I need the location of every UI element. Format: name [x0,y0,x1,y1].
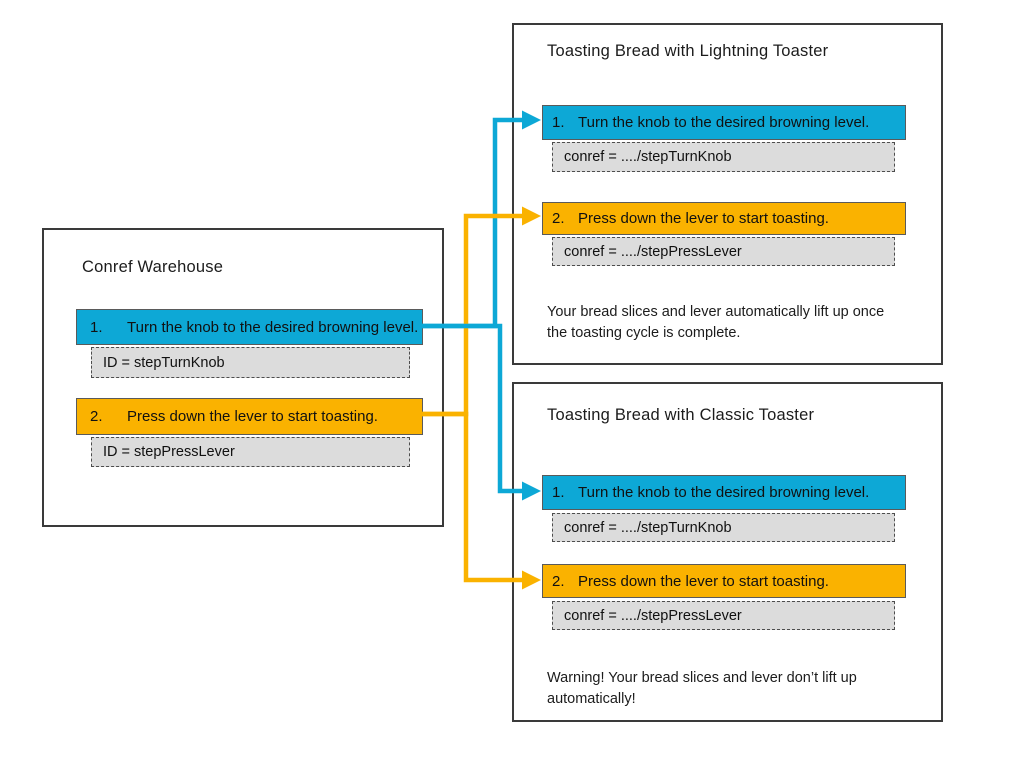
classic-step-2-text: Press down the lever to start toasting. [578,572,829,590]
classic-toaster-title: Toasting Bread with Classic Toaster [547,406,815,424]
warehouse-step-1-text: Turn the knob to the desired browning le… [127,318,419,336]
lightning-step-1-bar: 1. Turn the knob to the desired browning… [542,105,906,140]
lightning-step-1-number: 1. [552,114,565,131]
classic-step-2-conref-label: conref = ..../stepPressLever [564,607,742,624]
lightning-step-2-text: Press down the lever to start toasting. [578,210,829,227]
lightning-step-1-conref-box: conref = ..../stepTurnKnob [552,142,895,172]
lightning-step-2-bar: 2. Press down the lever to start toastin… [542,202,906,235]
lightning-toaster-note: Your bread slices and lever automaticall… [547,304,885,342]
classic-step-2-conref-box: conref = ..../stepPressLever [552,601,895,630]
classic-step-2-bar: 2. Press down the lever to start toastin… [542,564,906,598]
classic-step-1-bar: 1. Turn the knob to the desired browning… [542,475,906,510]
conref-warehouse-box: Conref Warehouse 1. Turn the knob to the… [42,228,444,527]
warehouse-step-1-id-label: ID = stepTurnKnob [103,354,225,371]
classic-step-1-conref-box: conref = ..../stepTurnKnob [552,513,895,542]
warehouse-step-1-number: 1. [90,318,103,336]
lightning-step-1-text: Turn the knob to the desired browning le… [578,114,870,131]
lightning-toaster-box: Toasting Bread with Lightning Toaster 1.… [512,23,943,365]
warehouse-step-1-bar: 1. Turn the knob to the desired browning… [76,309,423,345]
warehouse-step-2-number: 2. [90,408,103,425]
lightning-step-2-number: 2. [552,210,565,227]
lightning-toaster-title: Toasting Bread with Lightning Toaster [547,42,829,60]
warehouse-step-2-bar: 2. Press down the lever to start toastin… [76,398,423,435]
warehouse-step-2-id-label: ID = stepPressLever [103,444,235,460]
classic-step-1-conref-label: conref = ..../stepTurnKnob [564,519,732,536]
warehouse-step-1-id-box: ID = stepTurnKnob [91,347,410,378]
classic-toaster-note: Warning! Your bread slices and lever don… [547,670,857,708]
classic-step-1-number: 1. [552,484,565,501]
lightning-step-1-conref-label: conref = ..../stepTurnKnob [564,149,732,165]
lightning-step-2-conref-box: conref = ..../stepPressLever [552,237,895,266]
classic-toaster-box: Toasting Bread with Classic Toaster 1. T… [512,382,943,722]
warehouse-title: Conref Warehouse [82,258,224,276]
warehouse-step-2-id-box: ID = stepPressLever [91,437,410,467]
lightning-step-2-conref-label: conref = ..../stepPressLever [564,243,742,260]
classic-step-1-text: Turn the knob to the desired browning le… [578,484,870,501]
warehouse-step-2-text: Press down the lever to start toasting. [127,408,378,425]
classic-step-2-number: 2. [552,572,565,590]
